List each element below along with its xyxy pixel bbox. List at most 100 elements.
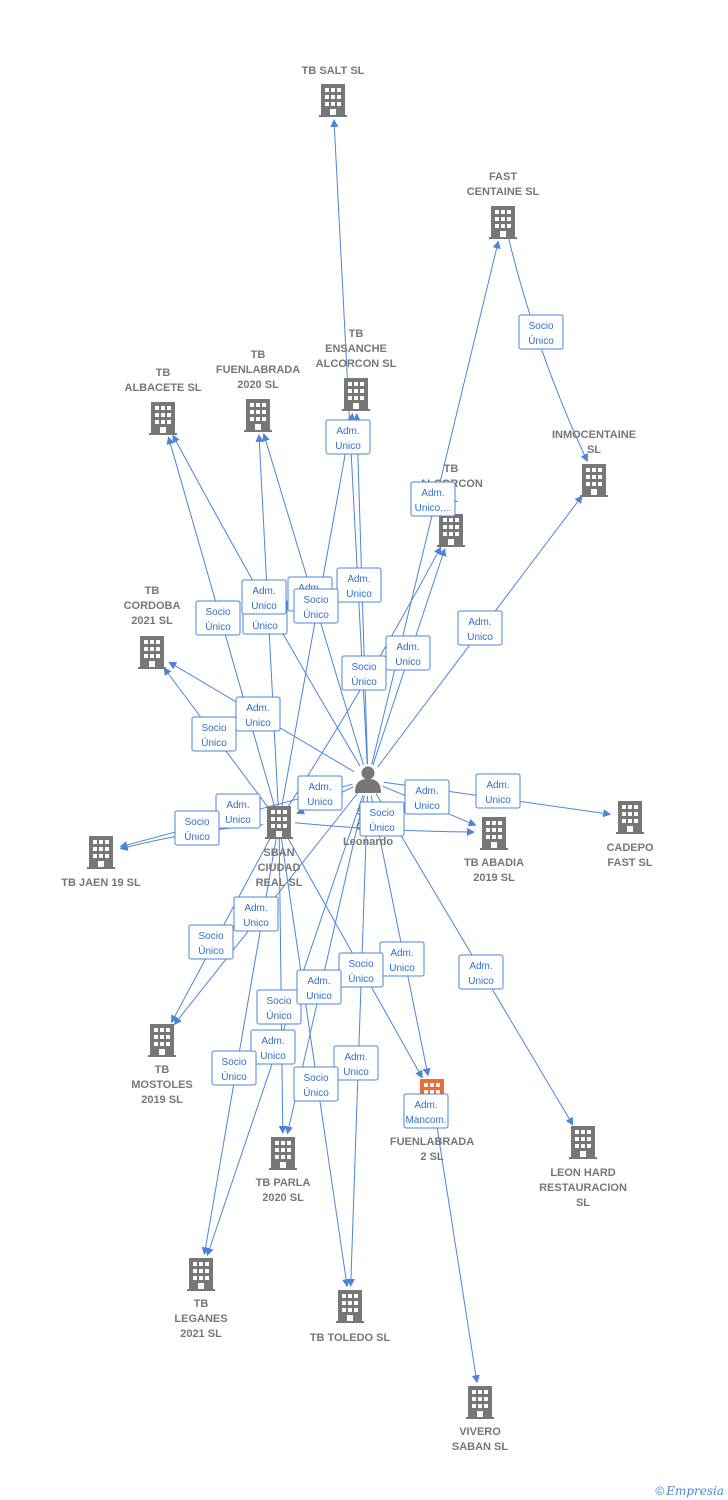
node-label-line: FAST SL [607, 857, 653, 869]
building-icon [480, 817, 508, 850]
node-label-line: TB [194, 1298, 209, 1310]
edge-label-text: Adm. [244, 903, 267, 914]
edge-label-text: Único [198, 944, 224, 957]
node-tb-jaen[interactable]: TB JAEN 19 SL [61, 836, 141, 889]
edge-labels-layer: Adm.UnicoAdm.Unico,...SocioÚnicoAdm.Unic… [174, 314, 564, 1129]
node-label-line: TB [156, 367, 171, 379]
node-label-line: TB [145, 585, 160, 597]
building-icon [265, 806, 293, 839]
edge-label-text: Adm. [415, 786, 438, 797]
edge-label-text: Mancom. [405, 1115, 446, 1126]
edge-label-text: Adm. [308, 782, 331, 793]
edge-label-text: Único [205, 620, 231, 633]
edge-label-text: Unico [243, 918, 269, 929]
edge-label-box [241, 579, 287, 615]
edge-label-person-to-tb-ensanche[interactable]: Adm. Unico [336, 567, 382, 603]
edge-person-to-tb-toledo [346, 795, 368, 1287]
edge-label-person-to-tb-mostoles[interactable]: Adm. Unico [233, 896, 279, 932]
edge-label-box [188, 924, 234, 960]
edge-label-person-to-sban-ciudad-real[interactable]: Adm.Unico [297, 775, 343, 811]
node-label-line: TB ABADIA [464, 857, 524, 869]
edge-label-person-to-tb-albacete[interactable]: Adm.Unico [241, 579, 287, 615]
edge-label-text: Unico [343, 1067, 369, 1078]
edge-label-text: Unico [260, 1051, 286, 1062]
edge-label-text: Unico [346, 589, 372, 600]
building-icon [569, 1126, 597, 1159]
edge-label-box [475, 773, 521, 809]
brand-logo-text[interactable]: Empresia [666, 1484, 724, 1498]
building-icon [87, 836, 115, 869]
node-tb-cordoba[interactable]: TB CORDOBA 2021 SL [124, 585, 181, 669]
edge-label-person-to-fuenlabrada-2[interactable]: Adm. Unico [379, 941, 425, 977]
edge-label-person-to-tb-parla[interactable]: Adm.Unico [250, 1029, 296, 1065]
node-label-line: Leonardo [343, 836, 393, 848]
edge-label-text: Único [221, 1070, 247, 1083]
node-label-line: CADEPO [606, 842, 654, 854]
edge-label-box [293, 1066, 339, 1102]
edge-label-text: Adm. [347, 574, 370, 585]
edge-label-person-to-tb-cordoba[interactable]: Adm.Unico [235, 696, 281, 732]
edge-label-text: Adm. [390, 948, 413, 959]
edge-label-text: Unico [468, 976, 494, 987]
edge-label-person-to-tb-alcorcon[interactable]: Adm.Unico [385, 635, 431, 671]
edge-label-text: Unico [251, 601, 277, 612]
edge-label-person-to-tb-abadia[interactable]: Adm.Unico [404, 779, 450, 815]
node-label-line: SL [576, 1197, 590, 1209]
edge-label-person-to-tb-toledo[interactable]: Adm.Unico [333, 1045, 379, 1081]
edge-label-text: Único [252, 619, 278, 632]
edge-label-box [250, 1029, 296, 1065]
node-label-line: TB [444, 463, 459, 475]
edge-label-person-to-leon-hard[interactable]: Adm.Unico [458, 954, 504, 990]
edge-label-fuenlabrada-2-to-vivero-saban[interactable]: Adm.Mancom. [403, 1093, 449, 1129]
edge-label-person-to-fast-centaine[interactable]: Adm.Unico,... [410, 481, 456, 517]
edge-label-person-to-tb-leganes[interactable]: Adm. Unico [296, 969, 342, 1005]
edge-label-text: Adm. [307, 976, 330, 987]
edge-label-person-to-tb-jaen[interactable]: Adm.Unico [215, 793, 261, 829]
edge-label-text: Socio [369, 808, 394, 819]
edge-label-box [457, 610, 503, 646]
edge-label-person-to-tb-salt[interactable]: Adm.Unico [325, 419, 371, 455]
node-cadepo-fast[interactable]: CADEPO FAST SL [606, 801, 654, 869]
node-label-line: TB [349, 328, 364, 340]
building-icon [437, 514, 465, 547]
building-icon [489, 206, 517, 239]
edge-label-person-to-cadepo-fast[interactable]: Adm.Unico [475, 773, 521, 809]
building-icon [269, 1137, 297, 1170]
node-label-line: TB PARLA [256, 1177, 311, 1189]
edge-label-person-to-inmocentaine[interactable]: Adm.Unico [457, 610, 503, 646]
edge-label-text: Unico [467, 632, 493, 643]
node-label-line: TB [155, 1064, 170, 1076]
edge-label-text: Unico [389, 963, 415, 974]
node-label-line: CORDOBA [124, 600, 181, 612]
node-tb-toledo[interactable]: TB TOLEDO SL [310, 1290, 391, 1344]
node-tb-salt[interactable]: TB SALT SL [302, 65, 365, 117]
edge-label-text: Unico [306, 991, 332, 1002]
node-label-line: 2021 SL [131, 615, 173, 627]
node-label-line: CIUDAD [258, 862, 301, 874]
